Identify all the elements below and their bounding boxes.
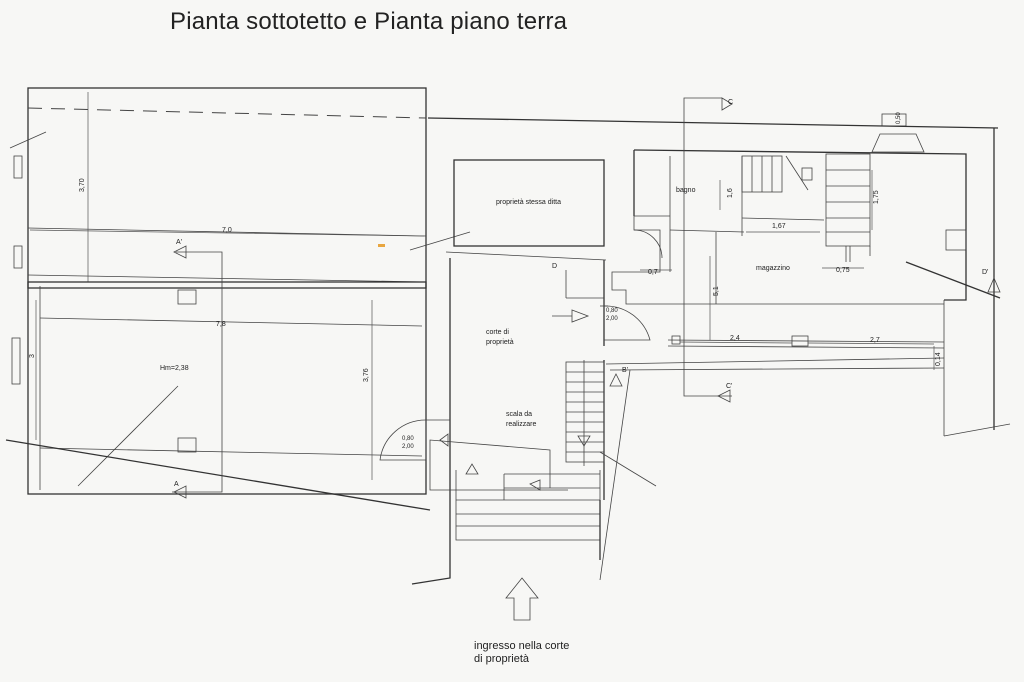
dim-door-1-h: 2,00 [606, 316, 618, 322]
dim-2-4: 2,4 [730, 335, 740, 342]
ground-left-block [5, 281, 431, 511]
section-label-d-right: D' [982, 269, 988, 276]
dim-mag-small: 0,75 [836, 267, 850, 274]
dim-bagno-w: 1,67 [772, 223, 786, 230]
dim-upper-height: 3,70 [79, 178, 86, 192]
entrance-arrow-icon [505, 577, 539, 621]
attic-block [9, 87, 471, 289]
dim-lower-height-left: 3 [29, 354, 36, 358]
stair-label-1: scala da [506, 411, 532, 418]
section-markers-d: D D' B' [552, 263, 1001, 387]
dim-lower-width: 7,8 [216, 321, 226, 328]
dim-door-1-w: 0,80 [606, 308, 618, 314]
entrance-caption-line-1: ingresso nella corte [474, 640, 570, 652]
dim-mag-vert: 5,1 [713, 286, 720, 296]
plan-title: Pianta sottotetto e Pianta piano terra [170, 8, 568, 35]
dim-lower-height-right: 3,76 [363, 368, 370, 382]
room-label-corte-2: proprietà [486, 339, 514, 346]
section-label-a-top: A' [176, 239, 182, 246]
dim-0-14: 0,14 [935, 352, 942, 366]
room-label-bagno: bagno [676, 187, 696, 194]
dim-bagno-small: 0,7 [648, 269, 658, 276]
dim-door-2-h: 2,00 [402, 444, 414, 450]
section-line-a: A' A [172, 239, 223, 499]
dim-top-stub: 0,50 [896, 112, 902, 124]
room-label-corte-1: corte di [486, 329, 509, 336]
room-label-hm: Hm=2,38 [160, 365, 189, 372]
middle-block [379, 159, 657, 585]
dim-bagno-h: 1,6 [727, 188, 734, 198]
section-label-d-top: D [552, 263, 557, 270]
room-label-magazzino: magazzino [756, 265, 790, 272]
entrance-caption: ingresso nella corte di proprietà [474, 640, 569, 666]
section-label-c-bottom: C' [726, 383, 732, 390]
dim-2-7: 2,7 [870, 337, 880, 344]
dim-door-2-w: 0,80 [402, 436, 414, 442]
section-label-c-top: C [728, 99, 733, 106]
right-block [427, 113, 1011, 581]
section-line-c: C C' [683, 97, 733, 403]
dim-stair-h: 1,75 [873, 190, 880, 204]
room-label-stessa-ditta: proprietà stessa ditta [496, 199, 561, 206]
dim-upper-width: 7,0 [222, 227, 232, 234]
section-label-b-right: B' [622, 367, 628, 374]
entrance-caption-line-2: di proprietà [474, 653, 530, 665]
stair-label-2: realizzare [506, 421, 536, 428]
section-label-a-bottom: A [174, 481, 179, 488]
